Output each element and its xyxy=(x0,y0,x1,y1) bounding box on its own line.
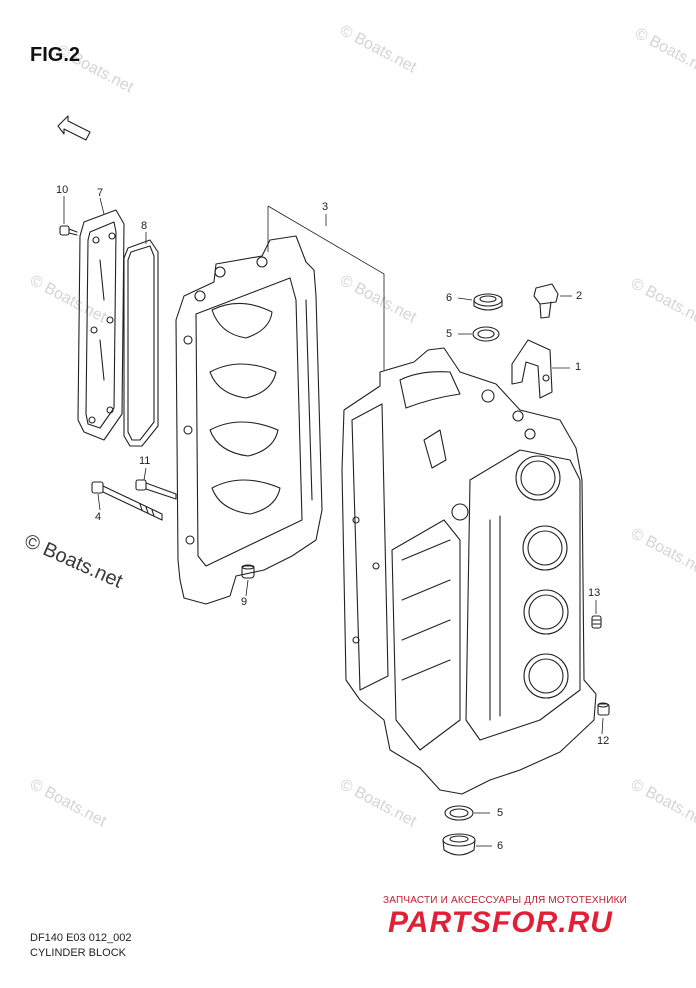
callout-6-bottom: 6 xyxy=(497,840,504,852)
callout-3: 3 xyxy=(322,201,329,213)
callout-11: 11 xyxy=(139,455,151,467)
callout-8: 8 xyxy=(141,220,148,232)
bolt-11-icon xyxy=(135,479,177,500)
gasket-8-icon xyxy=(123,239,159,447)
diagram-name: CYLINDER BLOCK xyxy=(30,947,126,959)
bracket-1-icon xyxy=(511,339,553,399)
callout-5-top: 5 xyxy=(446,328,453,340)
plug-6-top-icon xyxy=(473,293,503,311)
diagram-code: DF140 E03 012_002 xyxy=(30,932,132,944)
callout-9: 9 xyxy=(241,596,248,608)
partsfor-subtitle: ЗАПЧАСТИ И АКСЕССУАРЫ ДЛЯ МОТОТЕХНИКИ xyxy=(383,895,628,906)
callout-7: 7 xyxy=(97,187,104,199)
cylinder-block-icon xyxy=(341,347,597,795)
callout-10: 10 xyxy=(56,184,69,196)
figure-title: FIG.2 xyxy=(30,44,81,66)
callout-6-top: 6 xyxy=(446,292,453,304)
bolt-4-icon xyxy=(91,481,163,521)
callout-4: 4 xyxy=(95,511,102,523)
bolt-2-icon xyxy=(533,283,559,319)
cover-plate-7-icon xyxy=(77,209,125,441)
washer-5-top-icon xyxy=(472,326,500,342)
plug-12-icon xyxy=(597,702,610,716)
callout-5-bottom: 5 xyxy=(497,807,504,819)
washer-5-bottom-icon xyxy=(444,805,474,821)
leader-lines xyxy=(63,196,604,847)
callout-1: 1 xyxy=(575,361,582,373)
partsfor-logo: PARTSFOR.RU xyxy=(388,906,613,939)
bolt-10-icon xyxy=(59,225,78,236)
plug-6-bottom-icon xyxy=(442,833,476,856)
cylinder-head-3-icon xyxy=(175,235,323,605)
fwd-arrow-icon xyxy=(57,115,91,141)
stud-13-icon xyxy=(591,615,602,629)
callout-13: 13 xyxy=(588,587,601,599)
dowel-9-icon xyxy=(241,564,255,579)
callout-12: 12 xyxy=(597,735,610,747)
callout-2: 2 xyxy=(576,290,583,302)
